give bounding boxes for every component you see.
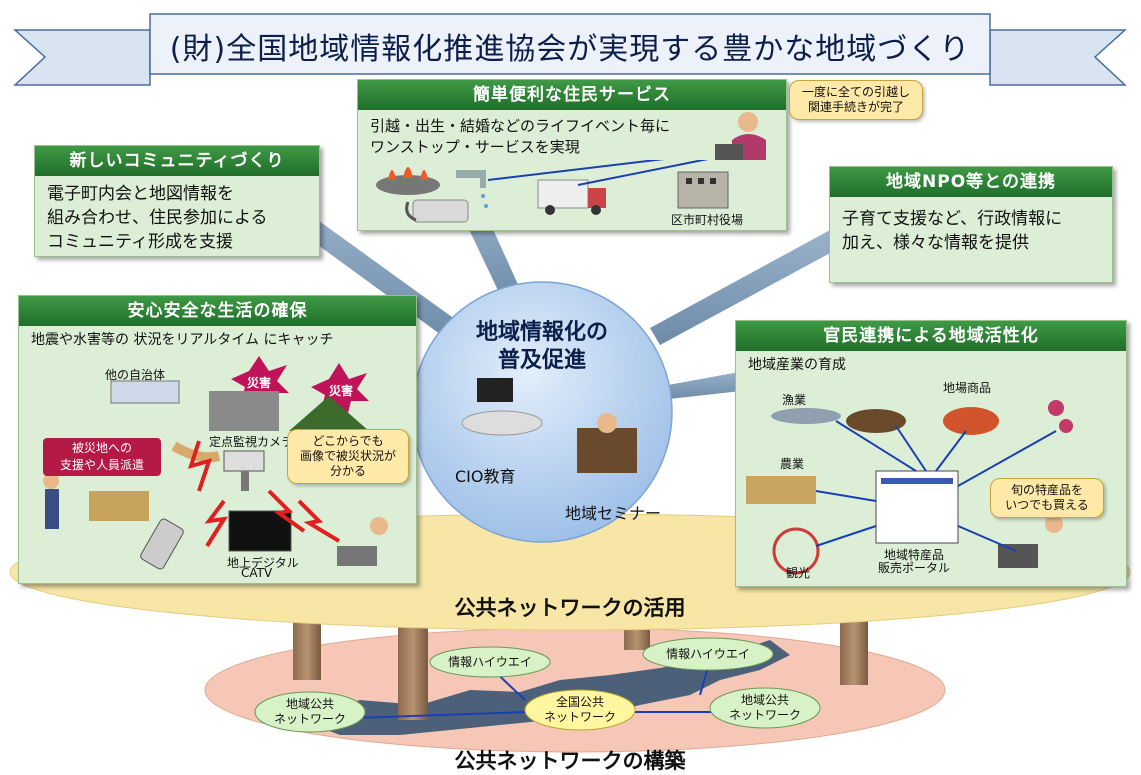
safety-box-title: 安心安全な生活の確保 — [19, 296, 416, 326]
local-right-2: ネットワーク — [728, 708, 801, 722]
callout-moving: 一度に全ての引越し 関連手続きが完了 — [789, 80, 923, 120]
callout-anywhere: どこからでも 画像で被災状況が 分かる — [287, 429, 409, 484]
safety-disaster-1: 災害 — [247, 376, 272, 390]
callout-seasonal-1: 旬の特産品を — [1010, 483, 1083, 497]
partnership-illustrations — [746, 400, 1073, 575]
resident-laptop-icon — [715, 112, 766, 160]
community-line-1: 電子町内会と地図情報を — [47, 184, 234, 204]
partnership-agriculture: 農業 — [780, 457, 805, 471]
safety-tv-2: CATV — [241, 566, 273, 580]
local-right-1: 地域公共 — [740, 693, 789, 707]
callout-seasonal-2: いつでも買える — [1005, 498, 1089, 512]
service-line-1: 引越・出生・結婚などのライフイベント毎に — [370, 117, 671, 135]
city-buildings-icon — [209, 391, 279, 431]
seminar-icon — [577, 413, 637, 473]
local-label-left: 地域公共 ネットワーク — [265, 697, 355, 727]
national-label: 全国公共 ネットワーク — [535, 695, 625, 725]
community-box-title: 新しいコミュニティづくり — [35, 146, 319, 176]
person-pc-icon — [337, 517, 388, 566]
beam-npo — [650, 230, 845, 345]
beam-partnership — [660, 370, 750, 400]
callout-anywhere-2: 画像で被災状況が — [299, 449, 396, 463]
callout-anywhere-3: 分かる — [329, 464, 366, 478]
monitoring-camera-icon — [223, 450, 265, 491]
truck-icon — [537, 179, 606, 215]
center-illustrations — [461, 378, 637, 473]
center-seminar: 地域セミナー — [565, 504, 662, 523]
mountain-icon — [289, 396, 369, 431]
office-building-icon — [677, 171, 729, 209]
workers-icon — [43, 473, 59, 529]
food-icon — [846, 409, 906, 433]
local-left-1: 地域公共 — [285, 697, 334, 711]
highway-label-right: 情報ハイウエイ — [666, 647, 750, 661]
partnership-portal-1: 地域特産品 — [884, 548, 945, 562]
community-line-2: 組み合わせ、住民参加による — [47, 208, 268, 228]
safety-support-2: 支援や人員派遣 — [59, 458, 144, 472]
beam-community — [270, 200, 470, 345]
partnership-portal-2: 販売ポータル — [878, 561, 951, 575]
service-line-2: ワンストップ・サービスを実現 — [370, 138, 580, 156]
national-1: 全国公共 — [555, 695, 604, 709]
partnership-fishery: 漁業 — [782, 393, 807, 407]
service-box-title: 簡単便利な住民サービス — [358, 80, 786, 110]
local-left-2: ネットワーク — [273, 712, 346, 726]
network-utilization-label: 公共ネットワークの活用 — [454, 596, 686, 620]
mobile-phone-icon — [140, 518, 184, 570]
partnership-box-title: 官民連携による地域活性化 — [736, 321, 1126, 351]
npo-line-1: 子育て支援など、行政情報に — [842, 209, 1063, 229]
network-construction-label: 公共ネットワークの構築 — [454, 749, 686, 773]
national-2: ネットワーク — [543, 710, 616, 724]
partnership-tourism: 観光 — [786, 566, 811, 580]
npo-box-title: 地域NPO等との連携 — [830, 167, 1112, 197]
title-banner — [149, 13, 991, 75]
safety-support-label: 被災地への 支援や人員派遣 — [43, 438, 161, 476]
meeting-icon — [461, 378, 543, 436]
crab-icon — [943, 407, 999, 435]
safety-camera: 定点監視カメラ — [209, 435, 294, 449]
gas-stove-icon — [376, 167, 440, 195]
fish-icon — [771, 408, 841, 424]
partnership-box: 官民連携による地域活性化 地域産業の育成 漁業 地場商品 農業 観光 地域特産品… — [735, 320, 1127, 587]
service-illustrations — [376, 160, 729, 223]
page-title: (財)全国地域情報化推進協会が実現する豊かな地域づくり — [169, 32, 971, 67]
callout-moving-1: 一度に全ての引越し — [801, 85, 910, 99]
portal-screen-icon — [875, 470, 959, 544]
npo-box: 地域NPO等との連携 子育て支援など、行政情報に 加え、様々な情報を提供 — [829, 166, 1113, 283]
ferris-wheel-icon — [772, 527, 820, 575]
safety-tv-1: 地上デジタル — [227, 556, 299, 570]
center-title-2: 普及促進 — [497, 348, 586, 373]
title-ribbon-right — [989, 29, 1127, 86]
faucet-icon — [456, 170, 488, 208]
callout-seasonal: 旬の特産品を いつでも買える — [990, 478, 1104, 518]
flower-icon — [1048, 400, 1073, 433]
safety-disaster-2: 災害 — [329, 384, 354, 398]
telephone-icon — [405, 199, 469, 223]
farm-icon — [746, 476, 816, 504]
safety-other-city: 他の自治体 — [105, 368, 166, 382]
sandbags-icon — [89, 491, 149, 521]
center-cio: CIO教育 — [455, 467, 516, 486]
center-title-1: 地域情報化の — [475, 320, 608, 345]
tv-icon — [228, 510, 292, 552]
highway-label-left: 情報ハイウエイ — [448, 655, 532, 669]
local-label-right: 地域公共 ネットワーク — [720, 693, 810, 723]
safety-illustrations — [43, 356, 388, 570]
npo-line-2: 加え、様々な情報を提供 — [842, 233, 1029, 253]
safety-support-1: 被災地への — [71, 441, 132, 455]
callout-moving-2: 関連手続きが完了 — [807, 100, 904, 114]
shopper-icon — [998, 515, 1063, 568]
title-ribbon — [13, 29, 151, 86]
arrow-icon — [171, 441, 221, 463]
service-office-label: 区市町村役場 — [671, 213, 744, 227]
safety-line-1: 地震や水害等の 状況をリアルタイム にキャッチ — [31, 332, 334, 348]
partnership-line-1: 地域産業の育成 — [748, 357, 846, 373]
community-line-3: コミュニティ形成を支援 — [47, 232, 233, 252]
community-box: 新しいコミュニティづくり 電子町内会と地図情報を 組み合わせ、住民参加による コ… — [34, 145, 320, 257]
partnership-local-goods: 地場商品 — [943, 381, 992, 395]
city-hall-icon — [110, 380, 180, 404]
callout-anywhere-1: どこからでも — [312, 434, 384, 448]
